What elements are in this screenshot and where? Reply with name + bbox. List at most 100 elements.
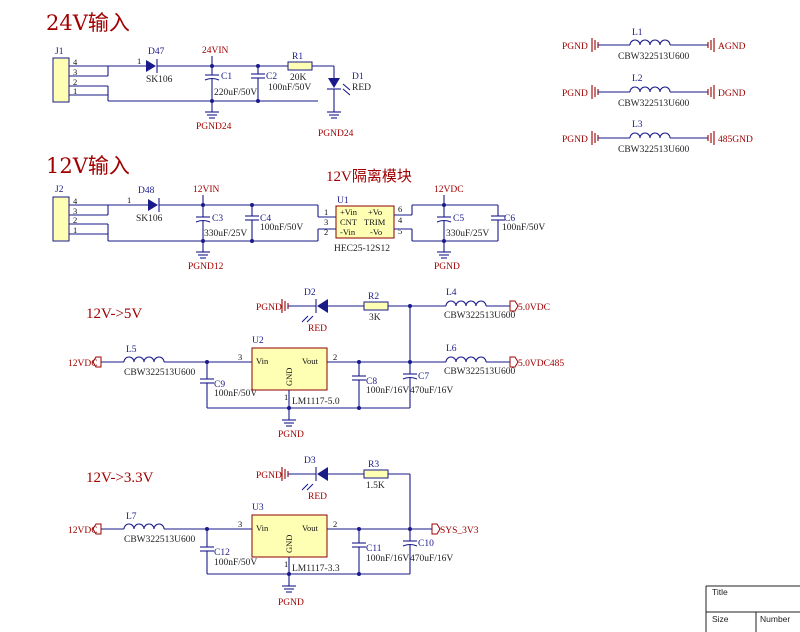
j2-pin-2: 2: [73, 215, 77, 225]
net-label-sys-3v3: SYS_3V3: [440, 526, 479, 536]
r3-ref: R3: [368, 460, 379, 470]
net-label-pgnd24-a: PGND24: [196, 122, 232, 132]
title-block-size: Size: [712, 614, 729, 624]
u2-pin-vout: Vout: [302, 356, 319, 366]
led-d2: D2 RED: [301, 288, 328, 334]
u3-pin-1: 1: [284, 559, 288, 569]
capacitor-c11: C11 100nF/16V: [352, 529, 409, 574]
l5-value: CBW322513U600: [124, 368, 196, 378]
l7-value: CBW322513U600: [124, 535, 196, 545]
c1-ref: C1: [221, 72, 232, 82]
capacitor-c9: C9 100nF/50V: [200, 362, 257, 408]
r1-value: 20K: [290, 73, 307, 83]
u2-ref: U2: [252, 336, 264, 346]
capacitor-c12: C12 100nF/50V: [200, 529, 257, 574]
l1-ref: L1: [632, 28, 643, 38]
l6-ref: L6: [446, 344, 457, 354]
capacitor-c5: C5 330uF/25V: [436, 205, 489, 241]
net-label-5vdc: 5.0VDC: [518, 303, 550, 313]
net-label-12vdc-3v3: 12VDC: [68, 526, 98, 536]
l1-value: CBW322513U600: [618, 52, 690, 62]
net-label-dgnd: DGND: [718, 89, 746, 99]
section-title-12v-input: 12V输入: [46, 154, 130, 178]
j1-pin-1: 1: [73, 86, 77, 96]
ferrite-l6: L6 CBW322513U600: [444, 344, 516, 377]
d47-pin-1: 1: [137, 56, 141, 66]
ferrite-l4: L4 CBW322513U600: [444, 288, 516, 321]
net-label-pgnd-l2: PGND: [562, 89, 588, 99]
c2-ref: C2: [266, 72, 277, 82]
j2-pin-1: 1: [73, 225, 77, 235]
u1-pin-no-1: 1: [324, 207, 328, 217]
section-title-12v-to-5v: 12V->5V: [86, 306, 142, 322]
net-label-pgnd12: PGND12: [188, 262, 224, 272]
c8-value: 100nF/16V: [366, 386, 409, 396]
c10-ref: C10: [418, 539, 434, 549]
net-label-12vdc-5v: 12VDC: [68, 359, 98, 369]
j1-pin-3: 3: [73, 67, 77, 77]
d3-ref: D3: [304, 456, 316, 466]
u1-value: HEC25-12S12: [334, 244, 390, 254]
d47-ref: D47: [148, 47, 165, 57]
d1-value: RED: [352, 83, 371, 93]
ferrite-l7: L7 CBW322513U600: [123, 512, 196, 545]
ground-pgnd-u1: PGND: [434, 241, 460, 272]
ground-pgnd-u3: PGND: [278, 585, 304, 608]
l3-ref: L3: [632, 120, 643, 130]
u3-pin-gnd: GND: [284, 535, 294, 553]
c7-ref: C7: [418, 372, 429, 382]
u2-body: [251, 347, 328, 391]
r3-value: 1.5K: [366, 481, 385, 491]
d3-value: RED: [308, 492, 327, 502]
ground-tie-485gnd: PGND L3 CBW322513U600 485GND: [562, 120, 753, 155]
c6-ref: C6: [504, 214, 515, 224]
d1-ref: D1: [352, 72, 364, 82]
regulator-u3: U3 Vin Vout GND 3 2 1 LM1117-3.3: [238, 503, 340, 574]
net-label-12vin: 12VIN: [193, 185, 220, 195]
section-title-12v-isolation-module: 12V隔离模块: [326, 168, 412, 185]
u1-body: [335, 205, 395, 239]
capacitor-c7: C7 470uF/16V: [402, 362, 453, 408]
ground-pgnd24-b: PGND24: [318, 111, 354, 139]
r2-ref: R2: [368, 292, 379, 302]
u1-pin-no-3: 3: [324, 217, 328, 227]
u2-pin-2: 2: [333, 352, 337, 362]
section-title-12v-to-3v3: 12V->3.3V: [86, 470, 154, 486]
module-u1: U1 +Vin CNT -Vin +Vo TRIM -Vo 1 3 2 6 4 …: [324, 196, 403, 254]
title-block-number: Number: [760, 614, 790, 624]
capacitor-c2: C2 100nF/50V: [251, 66, 311, 101]
u1-pin-no-4: 4: [398, 215, 403, 225]
u2-pin-vin: Vin: [256, 356, 269, 366]
l5-ref: L5: [126, 345, 137, 355]
resistor-r1: R1 20K: [287, 52, 313, 83]
j2-pin-4: 4: [73, 196, 78, 206]
resistor-r3: R3 1.5K: [363, 460, 389, 491]
c5-value: 330uF/25V: [446, 229, 489, 239]
c12-value: 100nF/50V: [214, 558, 257, 568]
u3-pin-2: 2: [333, 519, 337, 529]
c4-ref: C4: [260, 214, 271, 224]
l2-value: CBW322513U600: [618, 99, 690, 109]
c5-ref: C5: [453, 214, 464, 224]
c2-value: 100nF/50V: [268, 83, 311, 93]
net-label-pgnd-l3: PGND: [562, 135, 588, 145]
net-label-5vdc485: 5.0VDC485: [518, 359, 564, 369]
ground-pgnd24-a: PGND24: [196, 101, 232, 132]
c3-ref: C3: [212, 214, 223, 224]
c11-ref: C11: [366, 544, 382, 554]
u1-pin-cnt: CNT: [340, 217, 358, 227]
u2-pin-1: 1: [284, 392, 288, 402]
c4-value: 100nF/50V: [260, 223, 303, 233]
u1-pin-no-6: 6: [398, 204, 402, 214]
net-label-pgnd24-b: PGND24: [318, 129, 354, 139]
l3-value: CBW322513U600: [618, 145, 690, 155]
u1-pin-trim: TRIM: [364, 217, 386, 227]
c1-value: 220uF/50V: [214, 88, 257, 98]
c10-value: 470uF/16V: [410, 554, 453, 564]
ground-tie-dgnd: PGND L2 CBW322513U600 DGND: [562, 74, 746, 109]
u3-pin-vout: Vout: [302, 523, 319, 533]
net-label-485gnd: 485GND: [718, 135, 753, 145]
capacitor-c8: C8 100nF/16V: [352, 362, 409, 408]
connector-j1: J1 4 3 2 1: [52, 47, 108, 103]
